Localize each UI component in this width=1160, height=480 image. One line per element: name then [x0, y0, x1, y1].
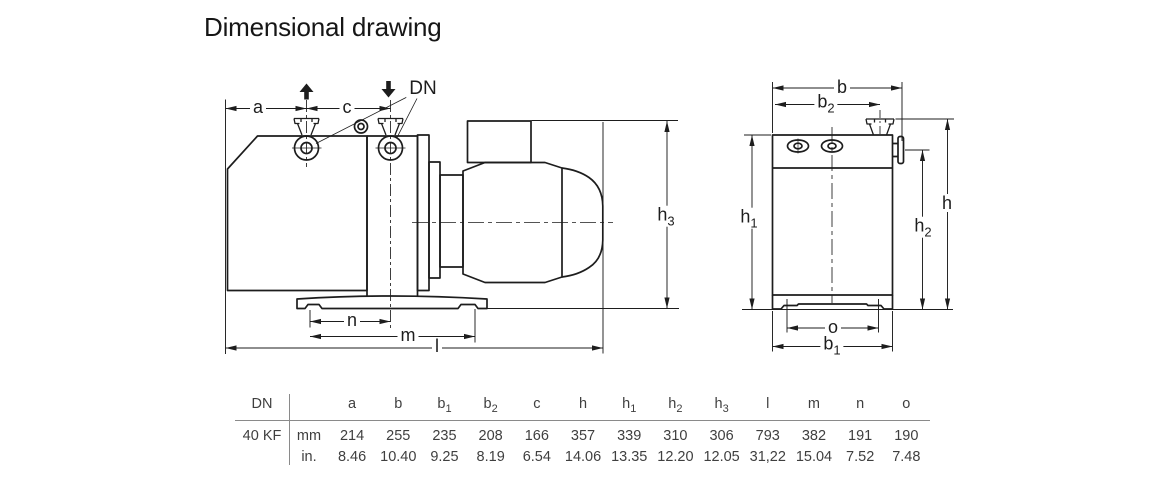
cell-in-c: 6.54	[522, 449, 551, 465]
cell-mm-l: 793	[755, 428, 780, 444]
front-view-outline	[771, 118, 905, 310]
th-o: o	[902, 396, 911, 412]
cell-mm-b1: 235	[432, 428, 457, 444]
th-dn: DN	[251, 396, 273, 412]
side-view-flow-arrows	[299, 81, 396, 100]
dim-label-h3: h3	[654, 205, 678, 227]
dimensions-table: DN a b b1 b2 c h h1 h2 h3 l m n o 40 KF …	[235, 392, 930, 468]
cell-in-h1: 13.35	[611, 449, 648, 465]
dim-label-l: l	[432, 337, 442, 355]
th-n: n	[856, 396, 865, 412]
side-view-outline	[226, 117, 604, 310]
unit-mm: mm	[296, 428, 322, 444]
cell-mm-h1: 339	[617, 428, 642, 444]
dim-label-m: m	[397, 326, 419, 344]
th-l: l	[766, 396, 770, 412]
cell-in-h2: 12.20	[657, 449, 694, 465]
cell-in-n: 7.52	[846, 449, 875, 465]
cell-in-o: 7.48	[892, 449, 921, 465]
table-header-row: DN a b b1 b2 c h h1 h2 h3 l m n o	[235, 392, 930, 421]
cell-in-h3: 12.05	[703, 449, 740, 465]
cell-in-l: 31,22	[749, 449, 786, 465]
dim-label-a: a	[249, 98, 267, 116]
dim-label-b1: b1	[820, 334, 844, 356]
unit-in: in.	[301, 449, 317, 465]
dim-label-h2: h2	[911, 216, 935, 238]
table-row-in: in. 8.46 10.40 9.25 8.19 6.54 14.06 13.3…	[235, 447, 930, 468]
dim-label-n: n	[343, 311, 361, 329]
dim-label-h1: h1	[737, 207, 761, 229]
th-c: c	[533, 396, 541, 412]
cell-in-a: 8.46	[337, 449, 367, 465]
th-b2: b2	[483, 396, 498, 415]
cell-mm-h2: 310	[663, 428, 688, 444]
table-column-divider	[289, 394, 290, 465]
side-view-centerlines	[292, 100, 613, 331]
dim-label-b2: b2	[814, 92, 838, 114]
th-m: m	[807, 396, 821, 412]
cell-mm-a: 214	[339, 428, 365, 444]
cell-mm-m: 382	[801, 428, 827, 444]
arrow-up-icon	[299, 83, 314, 100]
dim-label-b: b	[833, 78, 851, 96]
technical-drawing-canvas	[225, 81, 954, 354]
cell-mm-b: 255	[386, 428, 411, 444]
cell-in-m: 15.04	[795, 449, 833, 465]
cell-mm-o: 190	[894, 428, 919, 444]
cell-in-b: 10.40	[380, 449, 417, 465]
th-a: a	[348, 396, 357, 412]
cell-mm-n: 191	[848, 428, 873, 444]
cell-in-b1: 9.25	[430, 449, 459, 465]
dim-label-c: c	[339, 98, 355, 116]
th-b: b	[394, 396, 403, 412]
row-label-dn40kf: 40 KF	[242, 428, 282, 444]
front-view-centerlines	[797, 110, 881, 303]
th-b1: b1	[437, 396, 452, 415]
cell-mm-c: 166	[524, 428, 549, 444]
th-unit	[289, 392, 329, 422]
th-h3: h3	[714, 396, 729, 415]
page-title: Dimensional drawing	[204, 12, 442, 42]
th-h: h	[578, 396, 588, 412]
cell-in-h: 14.06	[564, 449, 602, 465]
cell-mm-h3: 306	[709, 428, 734, 444]
dim-label-h: h	[938, 194, 956, 212]
cell-mm-h: 357	[570, 428, 596, 444]
th-h2: h2	[668, 396, 683, 415]
dim-label-o: o	[824, 318, 842, 336]
dim-label-dn: DN	[406, 79, 440, 98]
side-view-dimensions	[225, 95, 679, 354]
arrow-down-icon	[381, 81, 396, 98]
cell-mm-b2: 208	[478, 428, 503, 444]
th-h1: h1	[622, 396, 637, 415]
cell-in-b2: 8.19	[476, 449, 505, 465]
table-row-mm: 40 KF mm 214 255 235 208 166 357 339 310…	[235, 421, 930, 447]
row-label-empty	[235, 447, 289, 468]
